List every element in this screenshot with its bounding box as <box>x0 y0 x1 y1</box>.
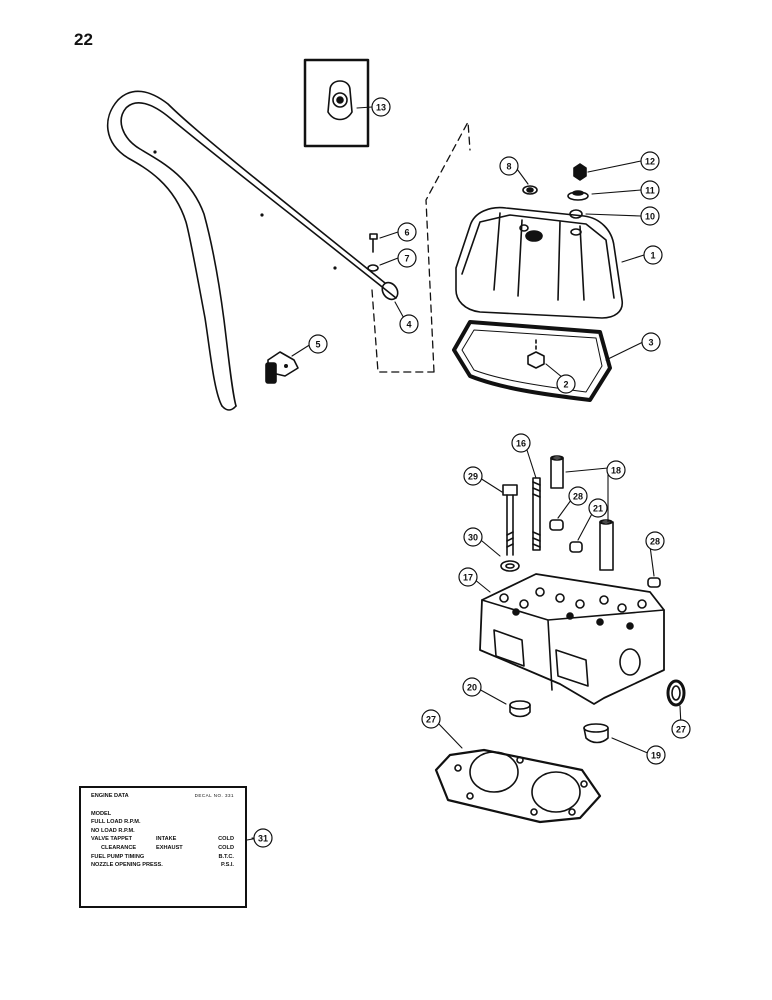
svg-text:1: 1 <box>650 251 655 261</box>
svg-text:21: 21 <box>593 504 603 514</box>
svg-text:11: 11 <box>645 186 655 196</box>
svg-text:19: 19 <box>651 751 661 761</box>
callout-1: 1 <box>643 245 663 265</box>
callout-2: 2 <box>556 374 576 394</box>
callout-21: 21 <box>588 498 608 518</box>
decal-code: DECAL NO. 331 <box>194 793 234 798</box>
decal-title: ENGINE DATA <box>91 793 129 799</box>
valve-cover <box>455 206 624 319</box>
callout-13: 13 <box>371 97 391 117</box>
decal-row: NO LOAD R.P.M. <box>91 827 135 834</box>
callout-4: 4 <box>399 314 419 334</box>
head-bolt <box>500 484 520 572</box>
stud <box>532 477 541 551</box>
dashed-alignment-line <box>371 121 471 373</box>
callout-28-lower: 28 <box>645 531 665 551</box>
svg-text:31: 31 <box>258 834 268 844</box>
callout-27: 27 <box>421 709 441 729</box>
decal-row: NOZZLE OPENING PRESS.P.S.I. <box>91 862 234 869</box>
svg-text:12: 12 <box>645 157 655 167</box>
head-gasket <box>434 748 602 824</box>
callout-12: 12 <box>640 151 660 171</box>
cup-plug <box>549 519 661 588</box>
callout-31: 31 <box>253 828 273 848</box>
breather-tube <box>106 90 399 411</box>
callout-30: 30 <box>463 527 483 547</box>
callout-9: 16 <box>511 433 531 453</box>
callout-29: 29 <box>463 466 483 486</box>
callout-20: 27 <box>671 719 691 739</box>
cylinder-head <box>479 573 665 705</box>
callout-10: 10 <box>640 206 660 226</box>
callout-markers: 13 12 8 11 10 6 1 7 4 5 3 2 16 18 29 28 … <box>253 97 691 848</box>
callout-5: 5 <box>308 334 328 354</box>
decal-row: MODEL <box>91 810 112 817</box>
svg-text:18: 18 <box>611 466 621 476</box>
svg-text:28: 28 <box>650 537 660 547</box>
injector-sleeve <box>550 455 614 571</box>
svg-text:28: 28 <box>573 492 583 502</box>
svg-text:13: 13 <box>376 103 386 113</box>
callout-7: 7 <box>397 248 417 268</box>
svg-text:27: 27 <box>676 725 686 735</box>
svg-text:2: 2 <box>563 380 568 390</box>
cover-hardware <box>522 163 589 219</box>
svg-text:8: 8 <box>506 162 511 172</box>
detail-inset <box>303 58 370 148</box>
engine-data-decal: ENGINE DATA DECAL NO. 331 MODEL FULL LOA… <box>79 786 247 908</box>
page-number: 22 <box>74 30 93 49</box>
callout-18: 19 <box>646 745 666 765</box>
svg-text:4: 4 <box>406 320 411 330</box>
tube-clip <box>265 351 299 384</box>
callout-16: 17 <box>458 567 478 587</box>
valve-seat-insert <box>509 679 686 744</box>
svg-text:7: 7 <box>404 254 409 264</box>
svg-text:16: 16 <box>516 439 526 449</box>
bolt-and-washer <box>367 233 379 272</box>
callout-3: 3 <box>641 332 661 352</box>
svg-text:30: 30 <box>468 533 478 543</box>
callout-19: 20 <box>462 677 482 697</box>
svg-text:27: 27 <box>426 715 436 725</box>
callout-11: 11 <box>640 180 660 200</box>
svg-text:17: 17 <box>463 573 473 583</box>
valve-cover-gasket <box>452 320 612 402</box>
svg-text:10: 10 <box>645 212 655 222</box>
svg-text:5: 5 <box>315 340 320 350</box>
svg-text:3: 3 <box>648 338 653 348</box>
svg-text:20: 20 <box>467 683 477 693</box>
callout-8: 8 <box>499 156 519 176</box>
callout-28-upper: 28 <box>568 486 588 506</box>
callout-17: 18 <box>606 460 626 480</box>
leader-lines <box>246 106 682 841</box>
svg-text:6: 6 <box>404 228 409 238</box>
svg-text:29: 29 <box>468 472 478 482</box>
callout-6: 6 <box>397 222 417 242</box>
decal-row: FULL LOAD R.P.M. <box>91 819 141 826</box>
cover-nut <box>527 339 545 369</box>
